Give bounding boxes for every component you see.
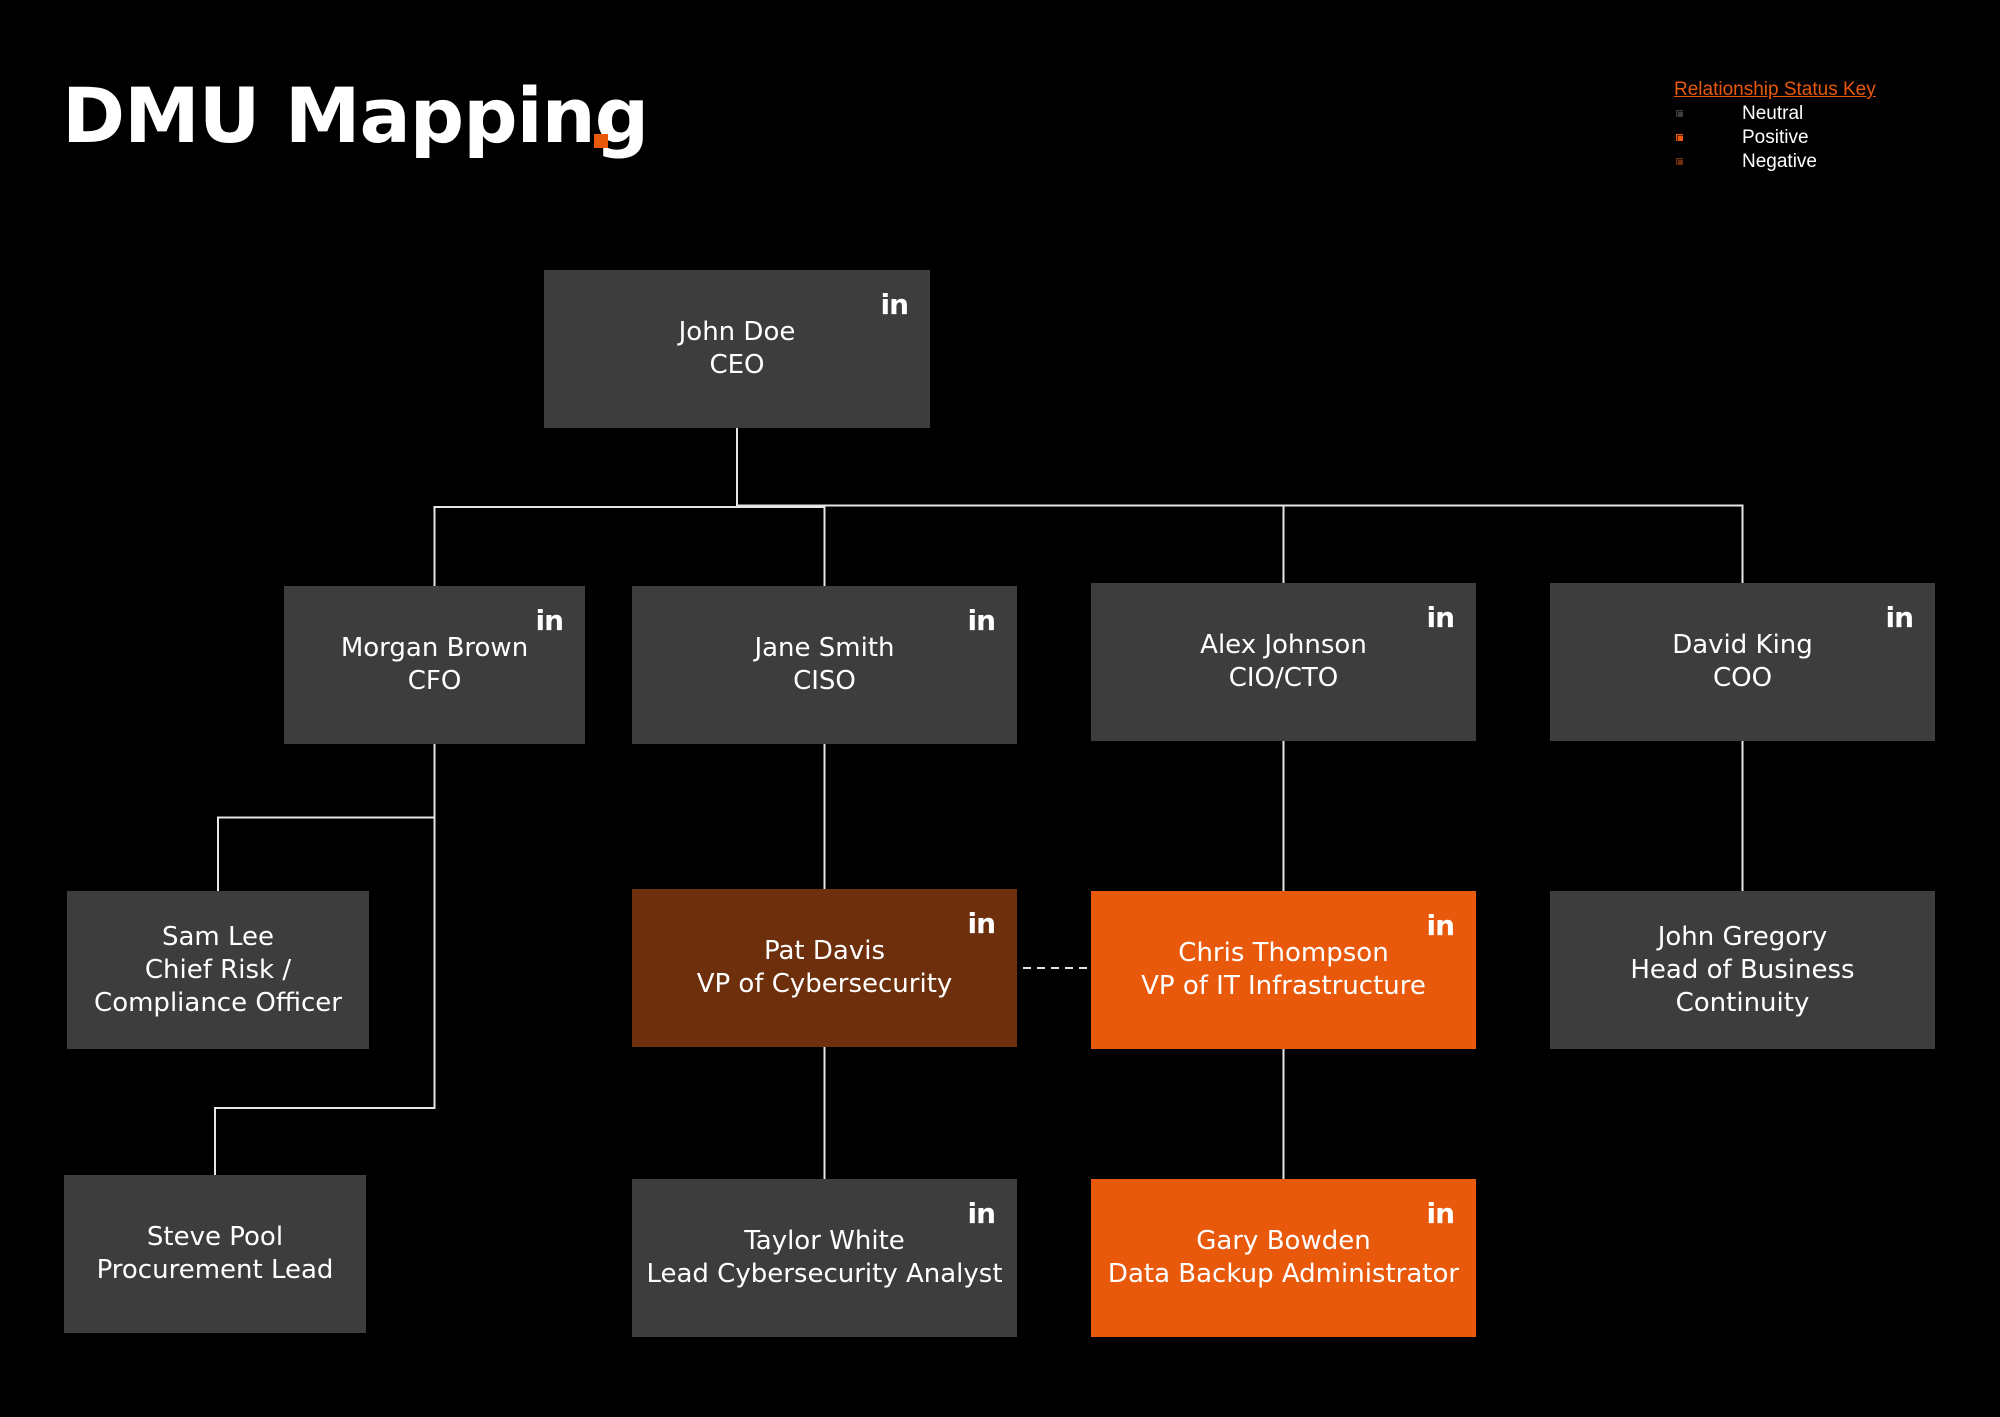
person-role-line: Continuity [1675,987,1810,1018]
person-role-line: CEO [709,350,765,380]
linkedin-icon[interactable]: in [967,1197,996,1230]
connector-john-doe-to-david-king [736,428,1744,583]
linkedin-icon[interactable]: in [880,288,909,321]
person-role-line: COO [1712,663,1773,693]
person-name: John Gregory [1657,921,1828,952]
linkedin-icon[interactable]: in [1426,601,1455,634]
person-name: Taylor White [744,1226,905,1256]
legend-swatch-negative [1674,156,1685,167]
connector-morgan-brown-to-sam-lee [217,744,436,891]
person-name: Chris Thompson [1178,938,1389,968]
legend-label: Neutral [1742,103,1804,124]
legend-swatch-neutral [1674,108,1685,119]
linkedin-icon[interactable]: in [967,604,996,637]
person-role-line: VP of IT Infrastructure [1141,971,1426,1001]
person-role-line: CISO [793,666,856,696]
linkedin-icon[interactable]: in [967,907,996,940]
person-role-line: VP of Cybersecurity [696,969,953,999]
person-role-line: Head of Business [1630,954,1855,985]
connector-john-doe-to-jane-smith [736,428,826,586]
linkedin-icon[interactable]: in [1426,909,1455,942]
person-name: Sam Lee [161,921,275,952]
legend-item-negative: Negative [1674,150,1974,174]
linkedin-icon[interactable]: in [1426,1197,1455,1230]
title-accent-dot [594,134,608,148]
person-name: Pat Davis [763,936,885,966]
person-role-line: Compliance Officer [94,987,342,1018]
person-name: David King [1672,630,1813,660]
page-title: DMU Mapping [62,71,649,160]
linkedin-icon[interactable]: in [1885,601,1914,634]
legend-item-positive: Positive [1674,126,1974,150]
person-role-line: CFO [407,666,462,696]
connector-morgan-brown-to-steve-pool [214,744,436,1175]
legend-item-neutral: Neutral [1674,102,1974,126]
person-role-line: Lead Cybersecurity Analyst [646,1259,1003,1289]
legend-label: Positive [1742,127,1809,148]
person-role-line: Procurement Lead [96,1255,334,1285]
person-name: John Doe [678,317,796,347]
person-name: Gary Bowden [1196,1226,1371,1256]
person-name: Steve Pool [146,1222,284,1252]
person-name: Alex Johnson [1200,630,1367,660]
person-name: Morgan Brown [340,633,529,663]
legend-title[interactable]: Relationship Status Key [1674,79,1876,100]
linkedin-icon[interactable]: in [535,604,564,637]
person-role-line: Chief Risk / [144,954,292,985]
connector-john-doe-to-morgan-brown [433,428,738,586]
person-role-line: Data Backup Administrator [1107,1259,1460,1289]
legend-label: Negative [1742,151,1817,172]
person-name: Jane Smith [754,633,895,663]
person-role-line: CIO/CTO [1228,663,1339,693]
legend-swatch-positive [1674,132,1685,143]
